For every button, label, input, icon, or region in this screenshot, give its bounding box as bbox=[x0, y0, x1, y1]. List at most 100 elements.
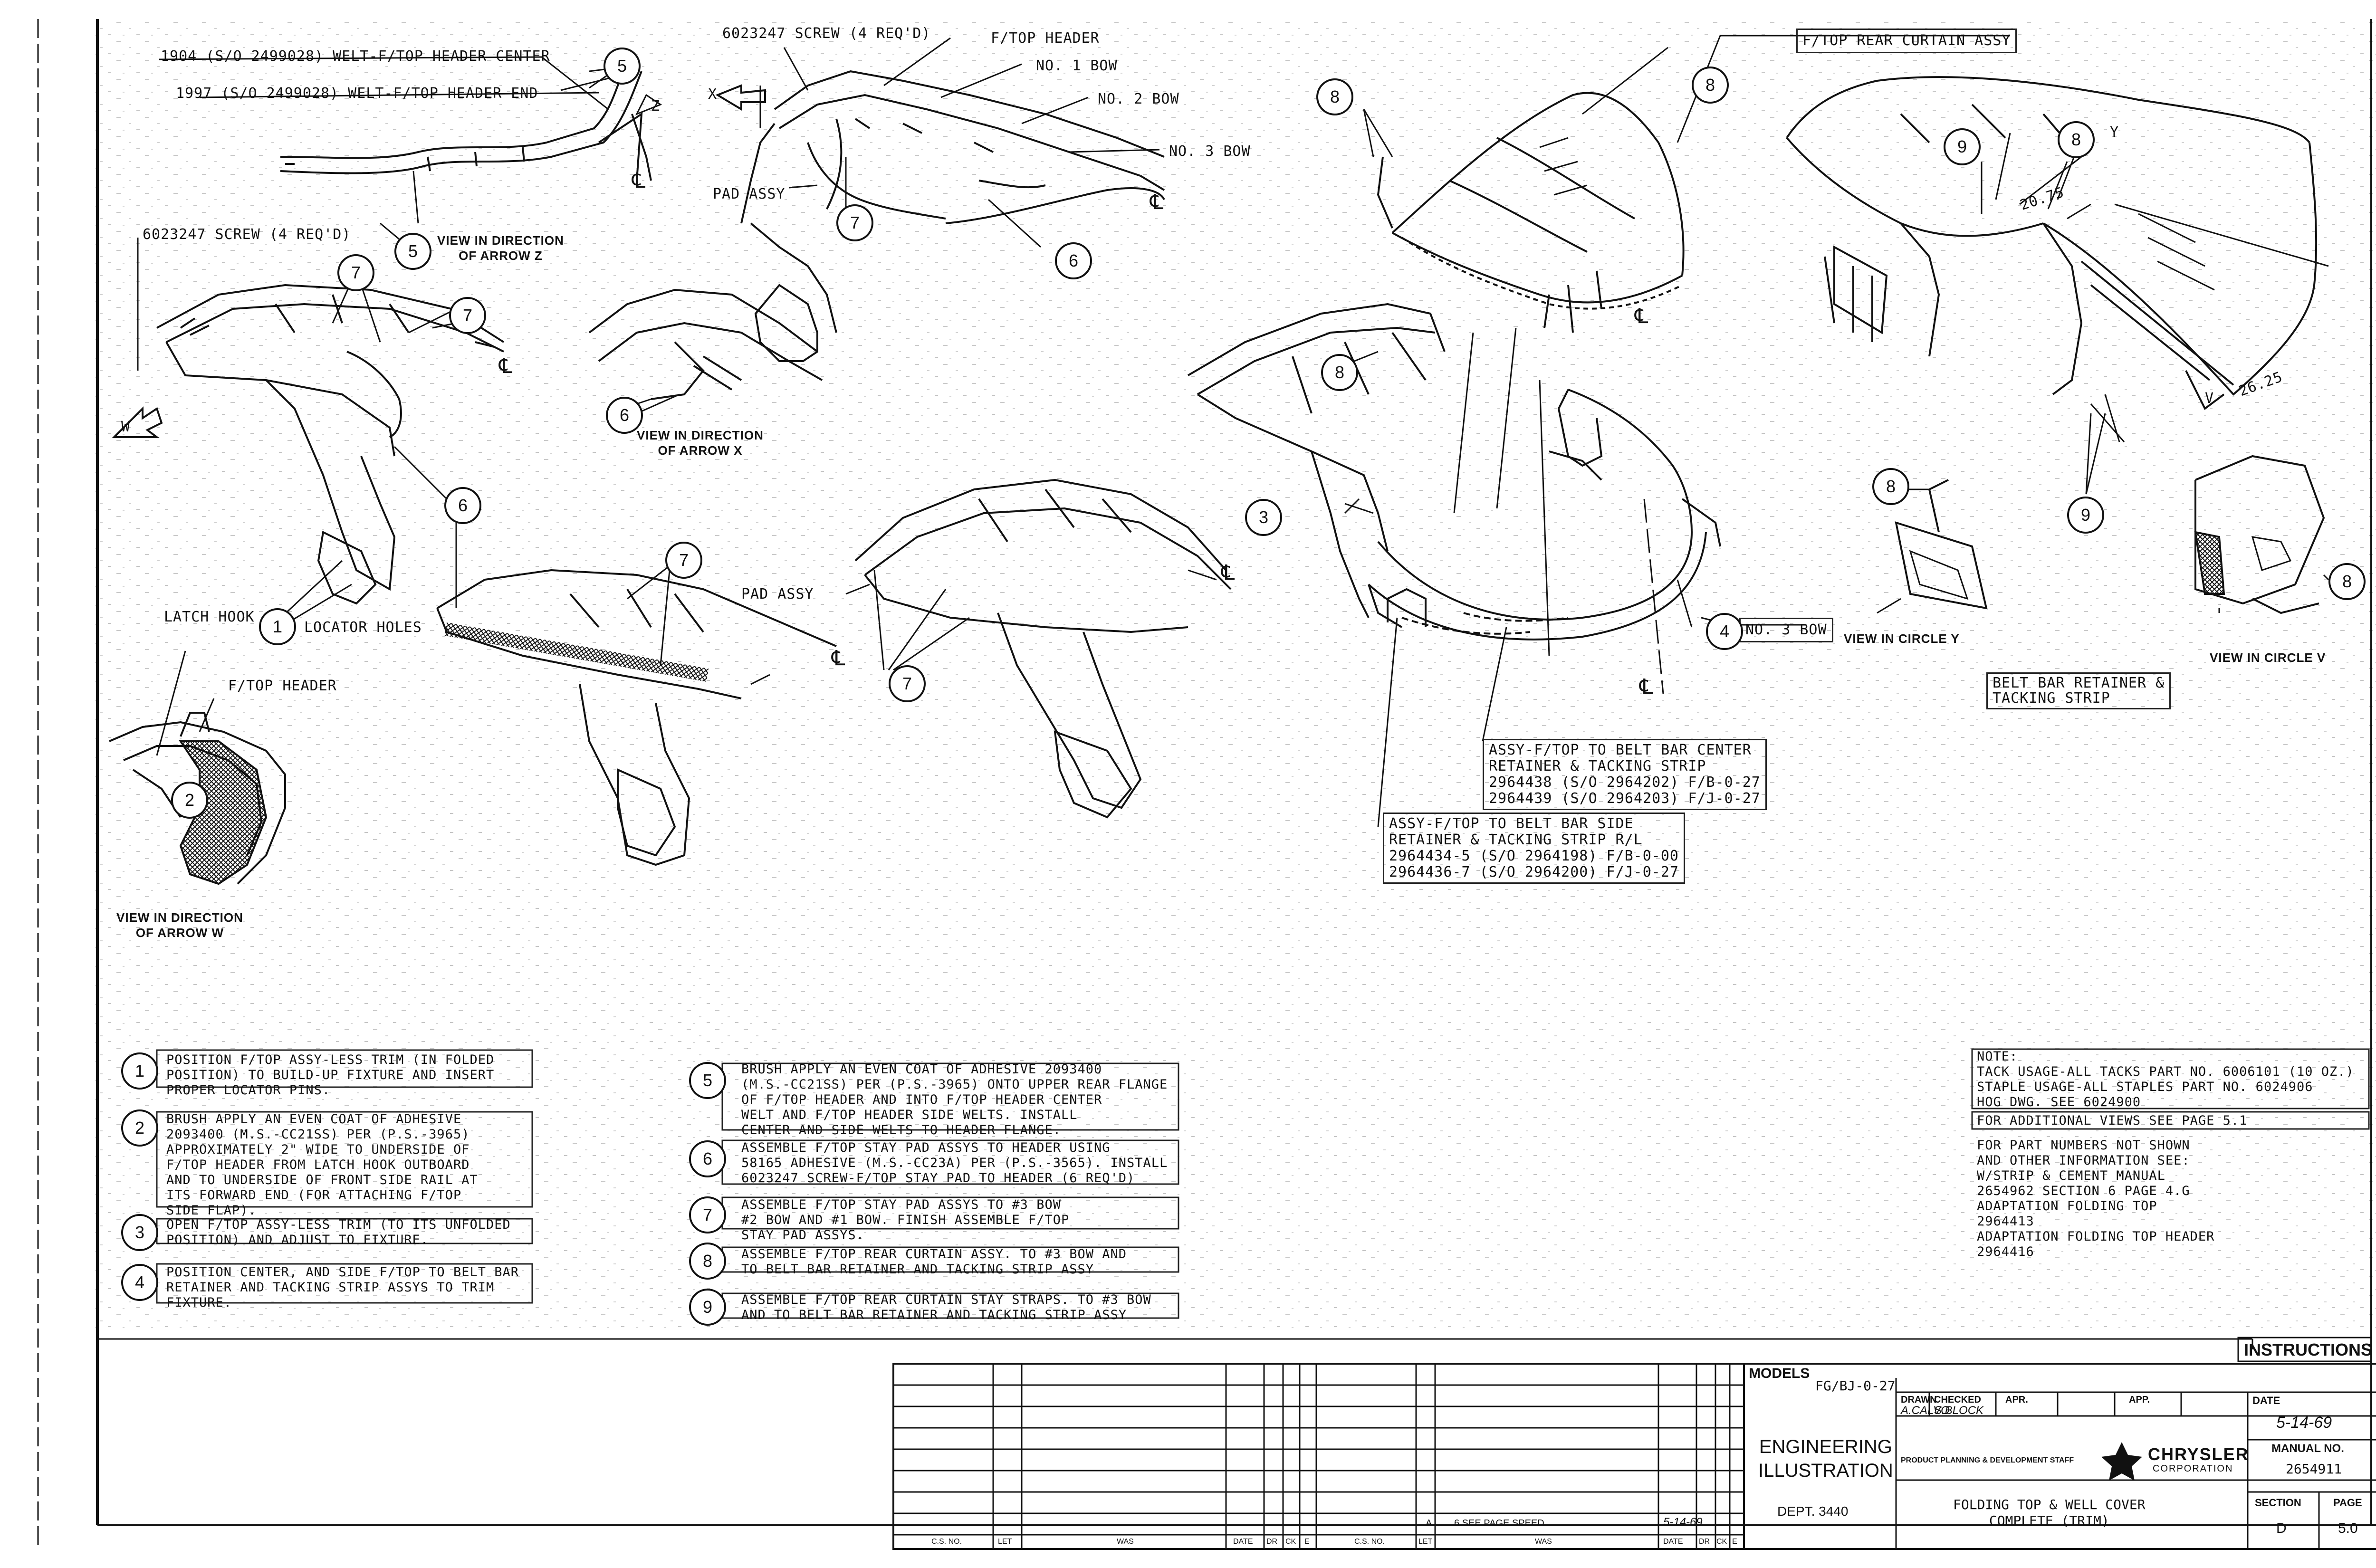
manual-label: MANUAL NO. bbox=[2271, 1442, 2344, 1455]
step-text-6: ASSEMBLE F/TOP STAY PAD ASSYS TO HEADER … bbox=[741, 1140, 1168, 1186]
step-number-4: 4 bbox=[121, 1264, 158, 1301]
centerline-mark: ℄ bbox=[832, 647, 845, 670]
callout-view-w: VIEW IN DIRECTION OF ARROW W bbox=[116, 910, 243, 940]
col-e: E bbox=[1304, 1538, 1310, 1546]
step-text-1: POSITION F/TOP ASSY-LESS TRIM (IN FOLDED… bbox=[166, 1052, 495, 1098]
centerline-mark: ℄ bbox=[632, 169, 646, 192]
callout-circle-2: 2 bbox=[171, 782, 208, 819]
step-number-1: 1 bbox=[121, 1052, 158, 1090]
col-was-2: WAS bbox=[1535, 1538, 1552, 1546]
centerline-mark: ℄ bbox=[1639, 675, 1653, 698]
arrow-w bbox=[112, 406, 163, 438]
callout-circle-5: 5 bbox=[604, 48, 641, 85]
callout-circle-8: 8 bbox=[1321, 354, 1358, 391]
callout-assy-center: ASSY-F/TOP TO BELT BAR CENTER RETAINER &… bbox=[1483, 739, 1767, 810]
dept-number: DEPT. 3440 bbox=[1777, 1504, 1849, 1519]
callout-circle-8: 8 bbox=[1316, 78, 1353, 115]
bow-header-assembly bbox=[740, 37, 1165, 362]
callout-screw-left: 6023247 SCREW (4 REQ'D) bbox=[143, 226, 351, 243]
view-v-part bbox=[2194, 455, 2325, 614]
callout-pad-assy-mid: PAD ASSY bbox=[741, 586, 814, 602]
col-e-2: E bbox=[1732, 1538, 1737, 1546]
note-usage: NOTE: TACK USAGE-ALL TACKS PART NO. 6006… bbox=[1977, 1049, 2354, 1109]
callout-circle-8: 8 bbox=[2058, 121, 2095, 158]
callout-circle-7: 7 bbox=[337, 254, 374, 291]
callout-circle-8: 8 bbox=[1692, 67, 1729, 104]
callout-ftop-header-left: F/TOP HEADER bbox=[228, 678, 337, 694]
callout-circle-6: 6 bbox=[1055, 242, 1092, 279]
callout-circle-5: 5 bbox=[394, 233, 431, 270]
rear-curtain-assembly bbox=[1377, 35, 2010, 333]
date-value: 5-14-69 bbox=[2276, 1414, 2332, 1432]
step-text-9: ASSEMBLE F/TOP REAR CURTAIN STAY STRAPS.… bbox=[741, 1292, 1151, 1322]
view-x-piece bbox=[588, 288, 823, 414]
step-text-3: OPEN F/TOP ASSY-LESS TRIM (TO ITS UNFOLD… bbox=[166, 1217, 511, 1247]
pentastar-logo bbox=[2101, 1442, 2142, 1481]
col-ck: CK bbox=[1285, 1538, 1296, 1546]
callout-view-z: VIEW IN DIRECTION OF ARROW Z bbox=[437, 233, 564, 263]
revision-date: 5-14-69 bbox=[1663, 1516, 1703, 1529]
sheet-border bbox=[37, 19, 2376, 1549]
drawing-title: FOLDING TOP & WELL COVER COMPLETE (TRIM) bbox=[1953, 1497, 2146, 1529]
callout-circle-8: 8 bbox=[2328, 563, 2366, 600]
center-bow-pad-view bbox=[845, 478, 1232, 819]
step-number-7: 7 bbox=[689, 1196, 726, 1233]
models-value: FG/BJ-0-27 bbox=[1815, 1378, 1896, 1394]
letter-z: Z bbox=[651, 98, 661, 115]
callout-circle-8: 8 bbox=[1872, 468, 1909, 505]
col-was: WAS bbox=[1117, 1538, 1134, 1546]
step-number-2: 2 bbox=[121, 1109, 158, 1147]
centerline-mark: ℄ bbox=[1635, 305, 1648, 328]
header-stay-pad-lower bbox=[436, 523, 837, 866]
callout-circle-3: 3 bbox=[1245, 499, 1282, 536]
checked-value: S.BLOCK bbox=[1934, 1404, 1984, 1417]
col-dr-2: DR bbox=[1699, 1538, 1710, 1546]
manual-value: 2654911 bbox=[2286, 1461, 2342, 1477]
centerline-mark: ℄ bbox=[1150, 191, 1164, 214]
step-number-5: 5 bbox=[689, 1062, 726, 1099]
arrow-x bbox=[715, 84, 766, 111]
revision-letter: A bbox=[1426, 1518, 1432, 1529]
callout-belt-retainer: BELT BAR RETAINER & TACKING STRIP bbox=[1986, 672, 2171, 709]
callout-no2-bow: NO. 2 BOW bbox=[1098, 91, 1179, 107]
callout-no1-bow: NO. 1 BOW bbox=[1036, 57, 1118, 74]
col-let-2: LET bbox=[1418, 1538, 1433, 1546]
callout-assy-side: ASSY-F/TOP TO BELT BAR SIDE RETAINER & T… bbox=[1383, 813, 1685, 884]
callout-screw-top: 6023247 SCREW (4 REQ'D) bbox=[722, 25, 931, 42]
callout-circle-7: 7 bbox=[836, 204, 873, 241]
frame-belt-bar-view bbox=[1187, 303, 1806, 827]
engineering-illustration: ENGINEERING ILLUSTRATION bbox=[1758, 1436, 1893, 1481]
callout-view-y: VIEW IN CIRCLE Y bbox=[1844, 631, 1960, 646]
callout-circle-6: 6 bbox=[606, 397, 643, 434]
callout-welt-center: 1904 (S/O 2499028) WELT-F/TOP HEADER CEN… bbox=[161, 48, 550, 65]
product-planning: PRODUCT PLANNING & DEVELOPMENT STAFF bbox=[1901, 1456, 2074, 1464]
callout-no3-bow-mid: NO. 3 BOW bbox=[1739, 618, 1833, 642]
letter-x: X bbox=[708, 86, 718, 103]
step-number-8: 8 bbox=[689, 1243, 726, 1280]
view-y-part bbox=[1877, 479, 1988, 614]
callout-locator-holes: LOCATOR HOLES bbox=[304, 619, 422, 636]
col-date: DATE bbox=[1233, 1538, 1253, 1546]
callout-latch-hook: LATCH HOOK bbox=[164, 609, 255, 625]
centerline-mark: ℄ bbox=[499, 354, 513, 378]
callout-no3-bow-top: NO. 3 BOW bbox=[1169, 143, 1251, 160]
page-value: 5.0 bbox=[2338, 1520, 2358, 1536]
date-label: DATE bbox=[2252, 1395, 2280, 1406]
step-text-4: POSITION CENTER, AND SIDE F/TOP TO BELT … bbox=[166, 1265, 519, 1310]
step-text-7: ASSEMBLE F/TOP STAY PAD ASSYS TO #3 BOW … bbox=[741, 1197, 1070, 1243]
drawn-label: DRAWN bbox=[1901, 1395, 1937, 1405]
app-label: APP. bbox=[2129, 1395, 2150, 1405]
drawn-value: A.CALVO bbox=[1901, 1404, 1950, 1417]
revision-note: 6 SEE PAGE SPEED bbox=[1454, 1518, 1544, 1529]
instructions-tab: INSTRUCTIONS bbox=[2244, 1340, 2372, 1359]
step-text-2: BRUSH APPLY AN EVEN COAT OF ADHESIVE 209… bbox=[166, 1112, 478, 1218]
corporation-wordmark: CORPORATION bbox=[2153, 1463, 2233, 1474]
note-part-numbers: FOR PART NUMBERS NOT SHOWN AND OTHER INF… bbox=[1977, 1138, 2215, 1259]
callout-view-v: VIEW IN CIRCLE V bbox=[2210, 650, 2326, 665]
curtain-top-view bbox=[1786, 76, 2329, 442]
callout-circle-7: 7 bbox=[665, 542, 702, 579]
col-cs-no: C.S. NO. bbox=[931, 1538, 962, 1546]
models-label: MODELS bbox=[1749, 1366, 1810, 1381]
step-number-9: 9 bbox=[689, 1289, 726, 1326]
